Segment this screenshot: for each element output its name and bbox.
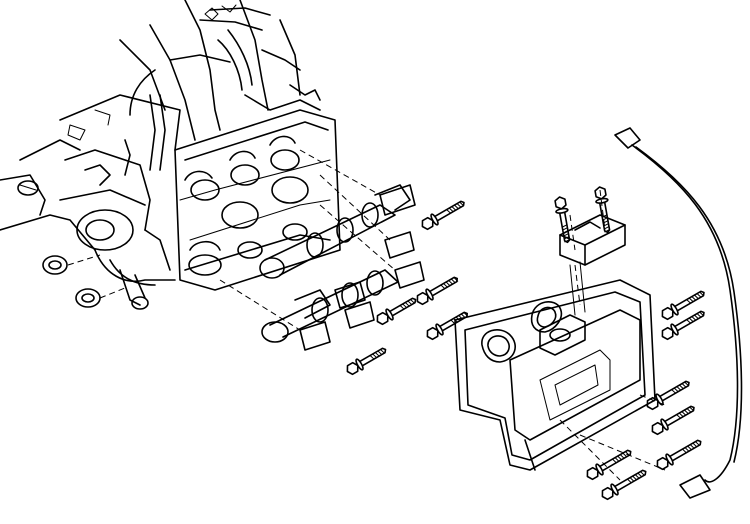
coil-bolt-1: [594, 186, 611, 234]
intake-manifold: [119, 0, 321, 141]
cover-bolt-5: [656, 439, 702, 471]
cover-bolt-4: [651, 405, 695, 436]
cover-bolts: [554, 186, 705, 501]
head-bolt-3: [426, 311, 469, 341]
valve-cover: [454, 279, 656, 471]
head-bolt-2: [416, 276, 459, 306]
cover-bolt-3: [646, 380, 690, 411]
cylinder-head: [174, 109, 341, 291]
gaskets: [481, 301, 563, 363]
camshaft-upper: [259, 184, 411, 279]
coil-bolt-2: [554, 196, 571, 244]
camshaft-lower: [261, 269, 399, 343]
alignment-lines: [219, 149, 666, 481]
cover-bolt-6: [586, 449, 632, 481]
cover-bolt-7: [601, 469, 647, 501]
ignition-coil: [539, 214, 626, 356]
spark-plug-wire: [614, 127, 743, 499]
engine-block: [0, 94, 181, 310]
cover-bolt-2: [661, 310, 705, 341]
head-bolt-4: [376, 297, 417, 326]
head-bolt-1: [421, 200, 465, 231]
head-bolt-5: [346, 347, 387, 376]
camshaft-caps: [299, 184, 425, 351]
head-bolts: [346, 200, 469, 376]
seals-left: [17, 180, 126, 308]
cover-bolt-1: [661, 290, 705, 321]
